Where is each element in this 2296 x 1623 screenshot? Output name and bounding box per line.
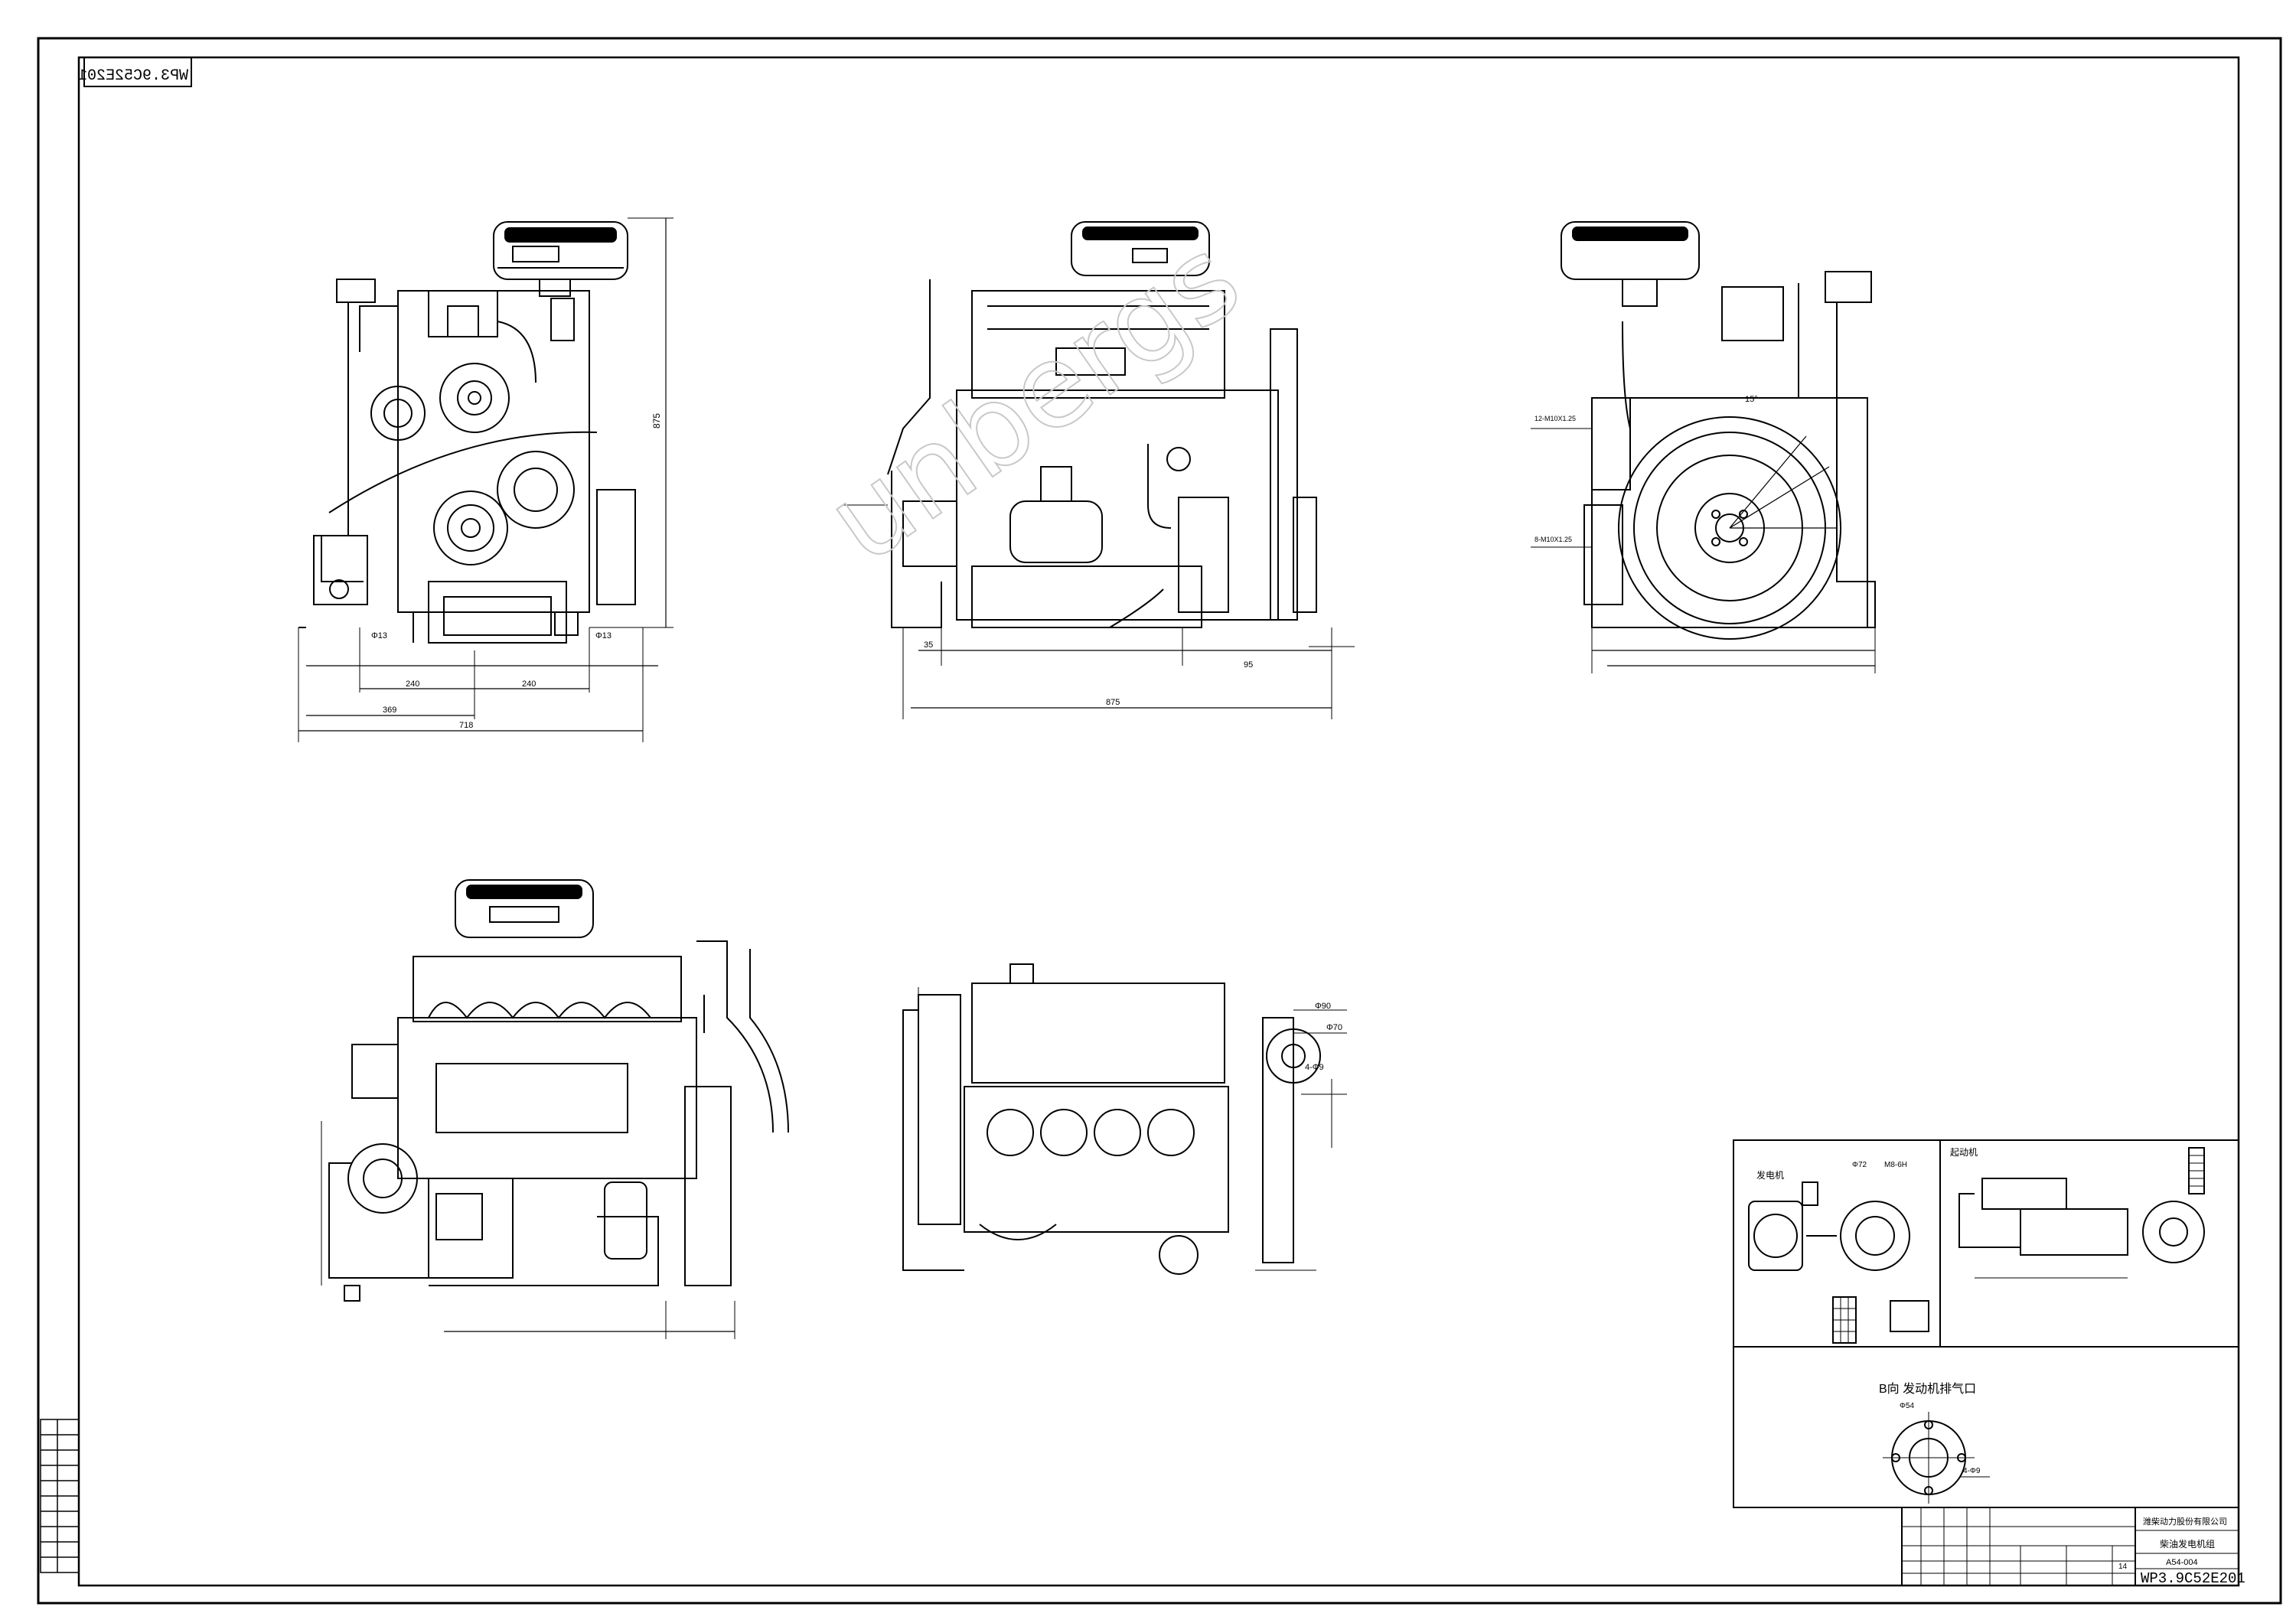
flipped-code-box: WP3.9C52E201 bbox=[78, 57, 192, 87]
top-dim-4m8: 4-Φ9 bbox=[1305, 1063, 1324, 1072]
exhaust-title: B向 发动机排气口 bbox=[1879, 1382, 1976, 1396]
front-dim-height: 875 bbox=[651, 413, 662, 429]
left-revision-strip bbox=[40, 1419, 80, 1573]
watermark: unbergs bbox=[804, 212, 1264, 588]
exhaust-note: 4-Φ9 bbox=[1963, 1467, 1981, 1475]
top-view bbox=[902, 963, 1347, 1275]
title-block bbox=[1901, 1507, 2239, 1586]
front-view bbox=[298, 217, 673, 742]
side-dim-95: 95 bbox=[1244, 660, 1253, 670]
side-dim-875: 875 bbox=[1106, 698, 1120, 707]
parts-detail-box bbox=[1733, 1139, 2239, 1348]
exhaust-subnote: Φ54 bbox=[1900, 1402, 1915, 1410]
inner-frame bbox=[77, 56, 2240, 1587]
title-line: 柴油发电机组 bbox=[2160, 1538, 2215, 1550]
title-company: 潍柴动力股份有限公司 bbox=[2143, 1516, 2227, 1527]
top-dim-phi90: Φ90 bbox=[1315, 1002, 1331, 1011]
front-dim-240-right: 240 bbox=[522, 680, 536, 689]
alt-dim-m8: M8-6H bbox=[1884, 1161, 1907, 1169]
starter-label: 起动机 bbox=[1950, 1147, 1978, 1158]
lower-left-view bbox=[321, 879, 789, 1339]
front-dim-b: Φ13 bbox=[595, 631, 612, 640]
front-dim-369: 369 bbox=[383, 706, 396, 715]
alternator-label: 发电机 bbox=[1756, 1169, 1784, 1181]
front-dim-718: 718 bbox=[459, 721, 473, 730]
side-view bbox=[842, 221, 1355, 719]
top-dim-phi70: Φ70 bbox=[1326, 1023, 1342, 1032]
revision-scale: 14 bbox=[2118, 1563, 2128, 1571]
rear-view bbox=[1531, 221, 1876, 673]
flipped-code-text: WP3.9C52E201 bbox=[78, 67, 188, 85]
side-dim-35: 35 bbox=[924, 640, 933, 650]
front-dim-a: Φ13 bbox=[371, 631, 387, 640]
title-part-no: A54-004 bbox=[2166, 1558, 2198, 1567]
alt-dim-phi72: Φ72 bbox=[1852, 1161, 1867, 1169]
title-drawing-code: WP3.9C52E201 bbox=[2141, 1570, 2245, 1587]
outer-frame bbox=[37, 37, 2282, 1605]
front-dim-240-left: 240 bbox=[406, 680, 419, 689]
rear-note-a: 12-M10X1.25 bbox=[1534, 415, 1576, 422]
rear-note-b: 8-M10X1.25 bbox=[1534, 536, 1572, 543]
rear-dim-15: 15° bbox=[1745, 395, 1758, 404]
exhaust-outlet-box bbox=[1733, 1346, 2239, 1508]
